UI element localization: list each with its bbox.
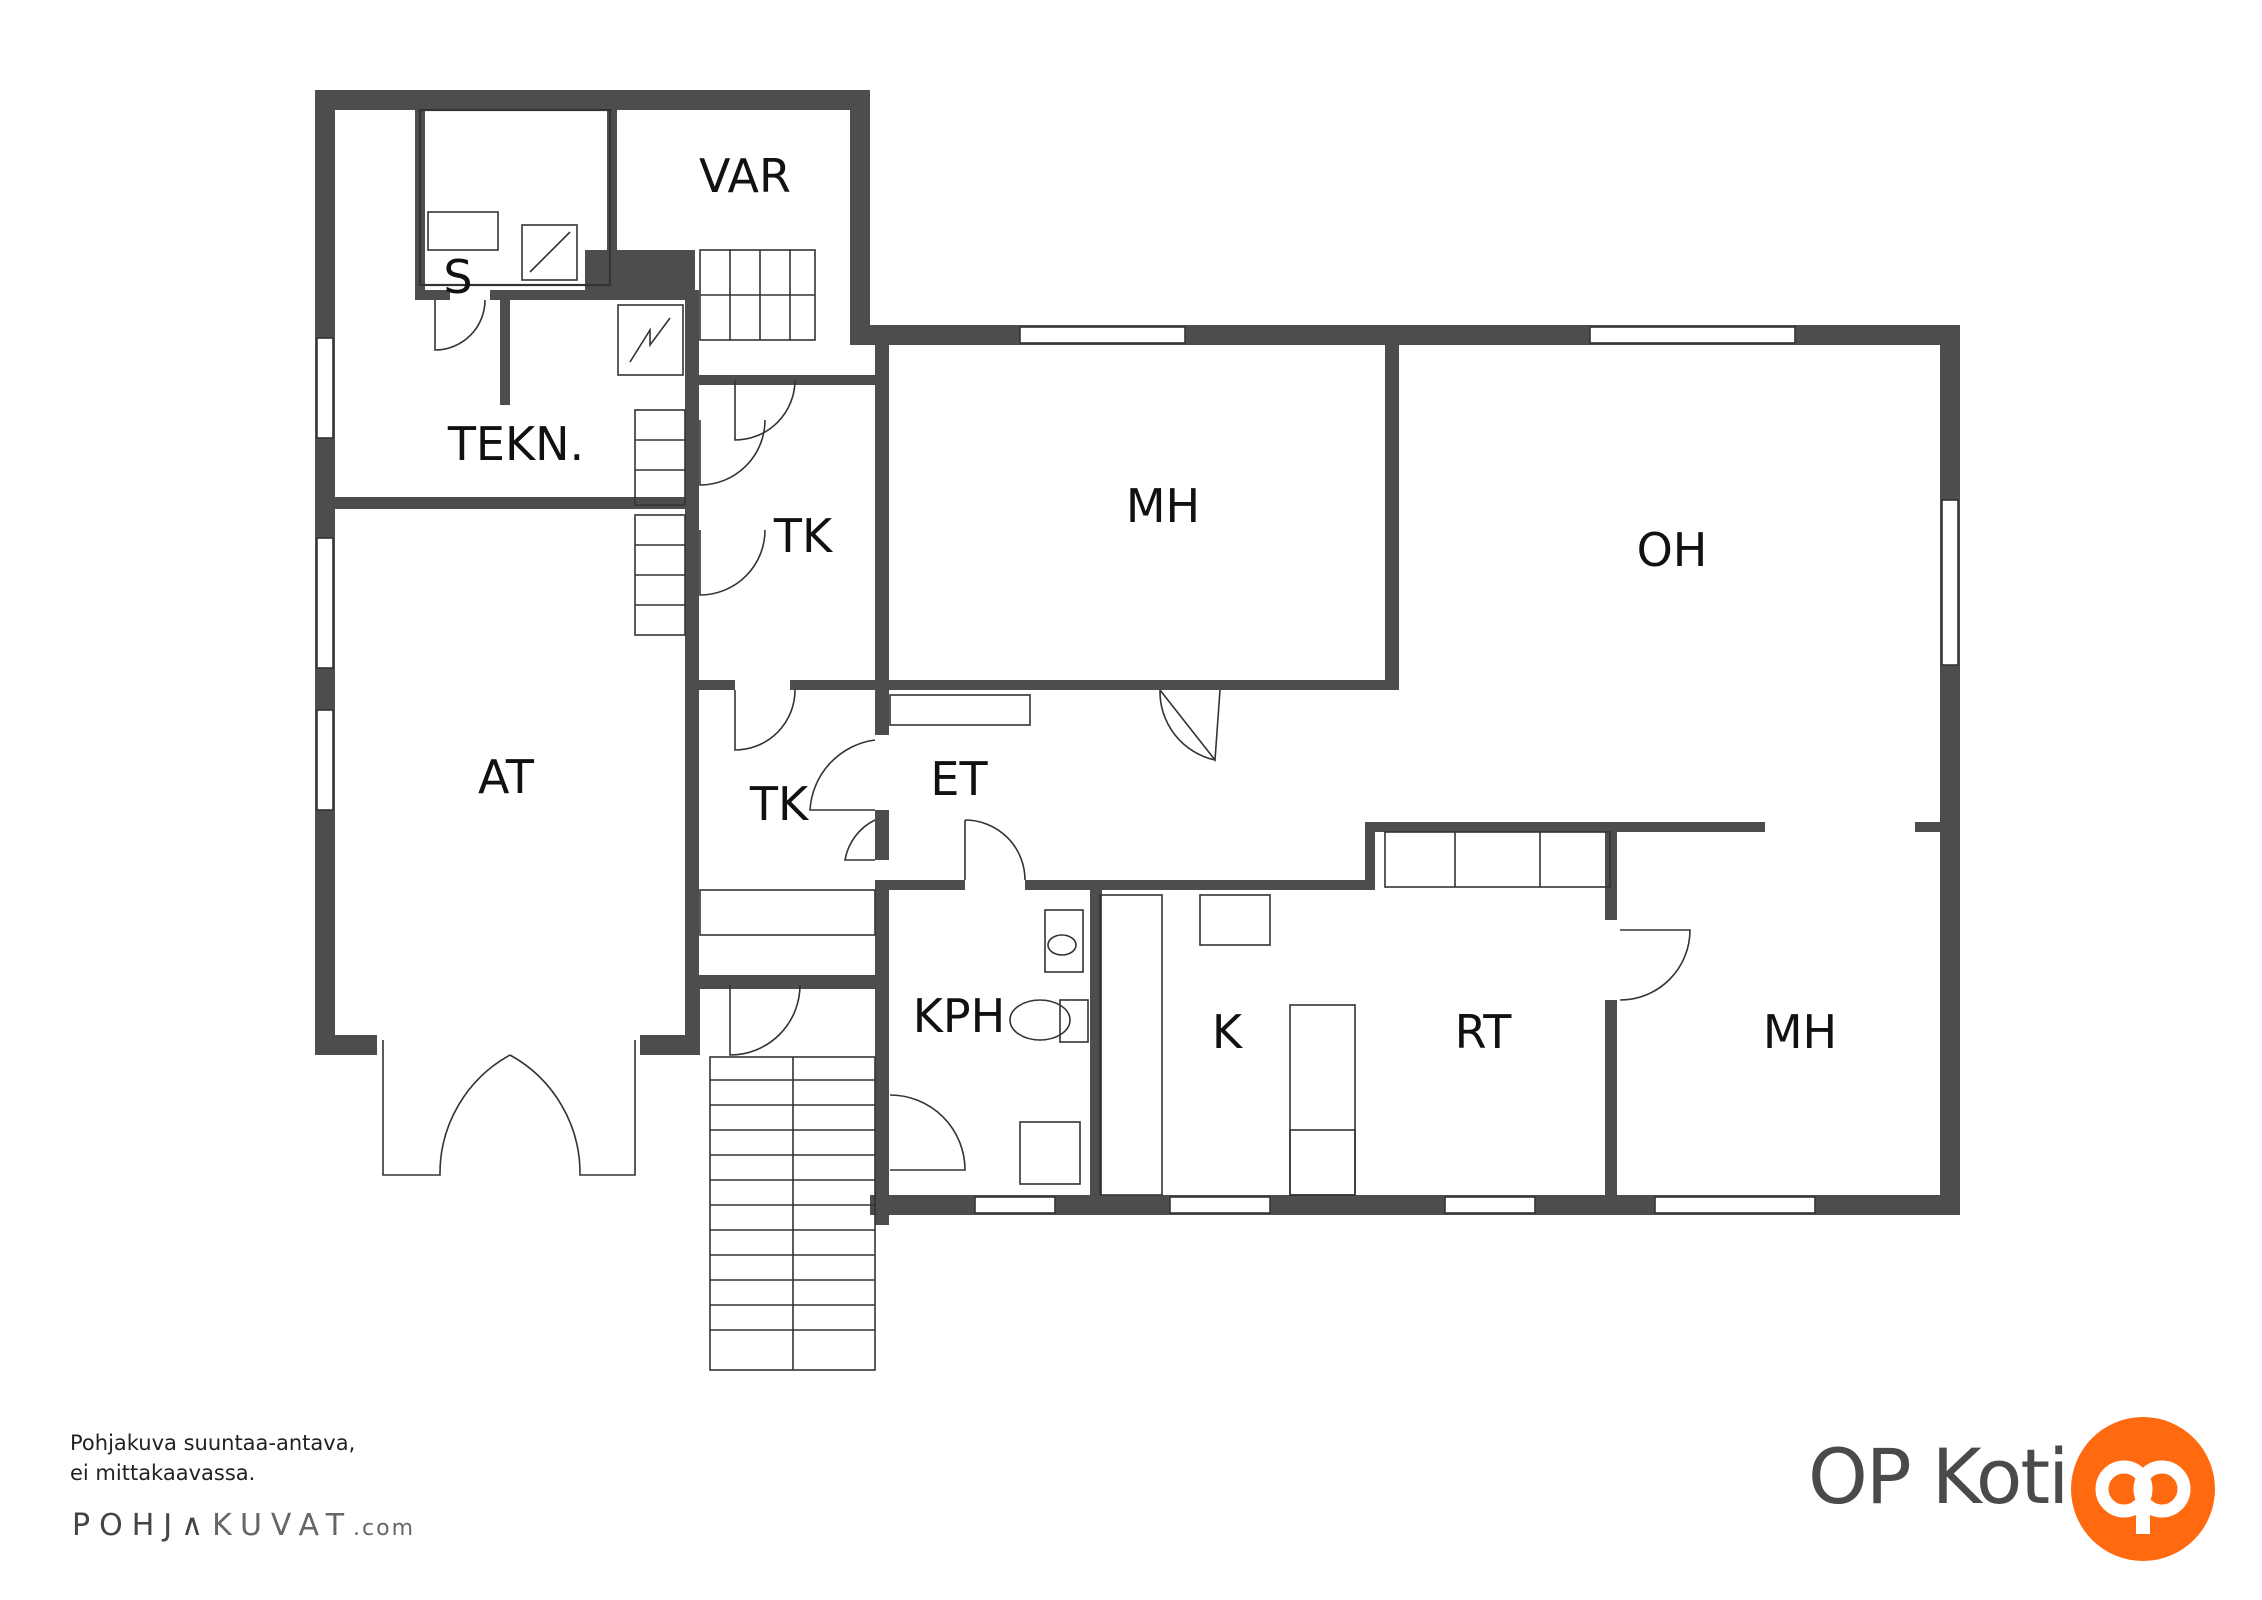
stairs — [634, 249, 876, 1371]
room-label-mh-upper: MH — [1126, 479, 1200, 533]
room-label-tekn: TEKN. — [447, 417, 584, 471]
room-label-k: K — [1212, 1005, 1244, 1059]
room-label-kph: KPH — [913, 989, 1006, 1043]
windows — [316, 326, 1959, 1214]
walls — [315, 90, 1960, 1225]
room-labels: VAR S TEKN. TK MH OH AT TK ET KPH K RT M… — [443, 149, 1837, 1059]
room-label-s: S — [443, 250, 472, 304]
room-label-at: AT — [478, 750, 535, 804]
op-koti-wordmark: OP Koti — [1808, 1432, 2069, 1521]
room-label-et: ET — [930, 752, 988, 806]
room-label-var: VAR — [699, 149, 791, 203]
brand-arch-icon: ∧ — [181, 1508, 213, 1543]
brand-domain: .com — [353, 1516, 416, 1541]
room-label-oh: OH — [1637, 523, 1708, 577]
pohjakuvat-brand: POHJ∧KUVAT.com — [72, 1508, 415, 1543]
room-label-mh-lower: MH — [1763, 1005, 1837, 1059]
room-label-rt: RT — [1455, 1005, 1513, 1059]
doors — [382, 299, 1691, 1176]
room-label-tk-upper: TK — [773, 509, 834, 563]
disclaimer-line-2: ei mittakaavassa. — [70, 1461, 256, 1485]
disclaimer-line-1: Pohjakuva suuntaa-antava, — [70, 1431, 356, 1455]
op-logo-icon — [2071, 1417, 2215, 1561]
disclaimer-note: Pohjakuva suuntaa-antava, ei mittakaavas… — [70, 1428, 355, 1488]
fixtures — [418, 108, 1611, 1196]
brand-part-1: POHJ — [72, 1508, 182, 1543]
brand-part-2: KUVAT — [212, 1508, 354, 1543]
room-label-tk-lower: TK — [749, 777, 810, 831]
